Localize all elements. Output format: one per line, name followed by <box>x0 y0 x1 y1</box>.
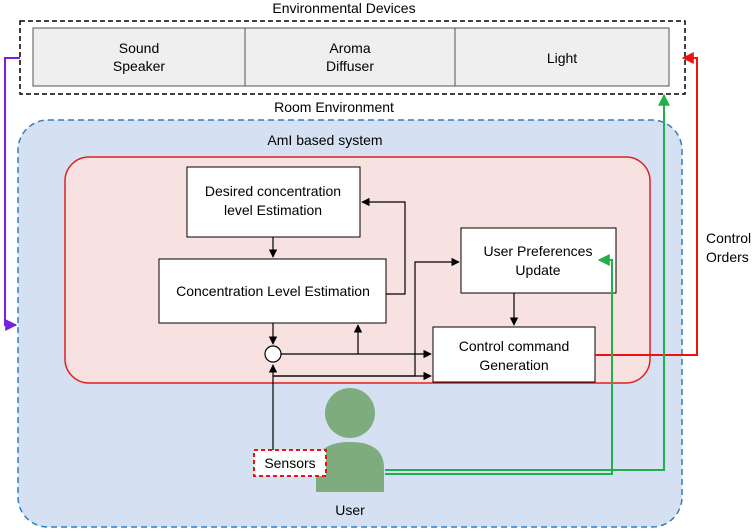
user-preferences-label-line1: User Preferences <box>484 243 593 259</box>
sensors-label: Sensors <box>264 455 315 471</box>
desired-concentration-label-line1: Desired concentration <box>205 183 341 199</box>
light-label: Light <box>547 50 577 66</box>
user-to-preferences-arrow <box>385 254 613 475</box>
concentration-level-block <box>158 258 387 324</box>
environmental-devices-title: Environmental Devices <box>272 0 415 16</box>
summing-junction <box>264 345 282 363</box>
user-label: User <box>335 502 365 518</box>
user-preferences-block <box>460 227 617 294</box>
aroma-diffuser-label-line2: Diffuser <box>326 58 374 74</box>
control-orders-label-line1: Control <box>706 230 751 246</box>
sound-speaker-box <box>32 27 246 87</box>
control-command-label-line1: Control command <box>459 338 570 354</box>
user-preferences-label-line2: Update <box>515 262 560 278</box>
light-box <box>454 27 670 87</box>
sound-speaker-label-line1: Sound <box>119 40 159 56</box>
user-icon <box>316 388 384 492</box>
room-environment-label: Room Environment <box>274 99 394 115</box>
aroma-diffuser-label-line1: Aroma <box>329 40 370 56</box>
user-to-devices-arrow <box>385 93 670 471</box>
control-orders-label-line2: Orders <box>706 249 749 265</box>
concentration-level-label: Concentration Level Estimation <box>176 283 370 299</box>
desired-concentration-block <box>186 166 361 238</box>
arrow-feedback-to-desired <box>361 197 406 295</box>
control-command-block <box>432 326 596 383</box>
sensors-box <box>253 449 327 477</box>
aml-system-label: AmI based system <box>267 132 382 148</box>
control-orders-arrow <box>595 52 698 356</box>
devices-to-room-arrow <box>4 57 20 331</box>
sound-speaker-label-line2: Speaker <box>113 58 165 74</box>
desired-concentration-label-line2: level Estimation <box>224 202 322 218</box>
control-command-label-line2: Generation <box>479 357 548 373</box>
environmental-devices-group <box>19 20 686 95</box>
aroma-diffuser-box <box>244 27 456 87</box>
